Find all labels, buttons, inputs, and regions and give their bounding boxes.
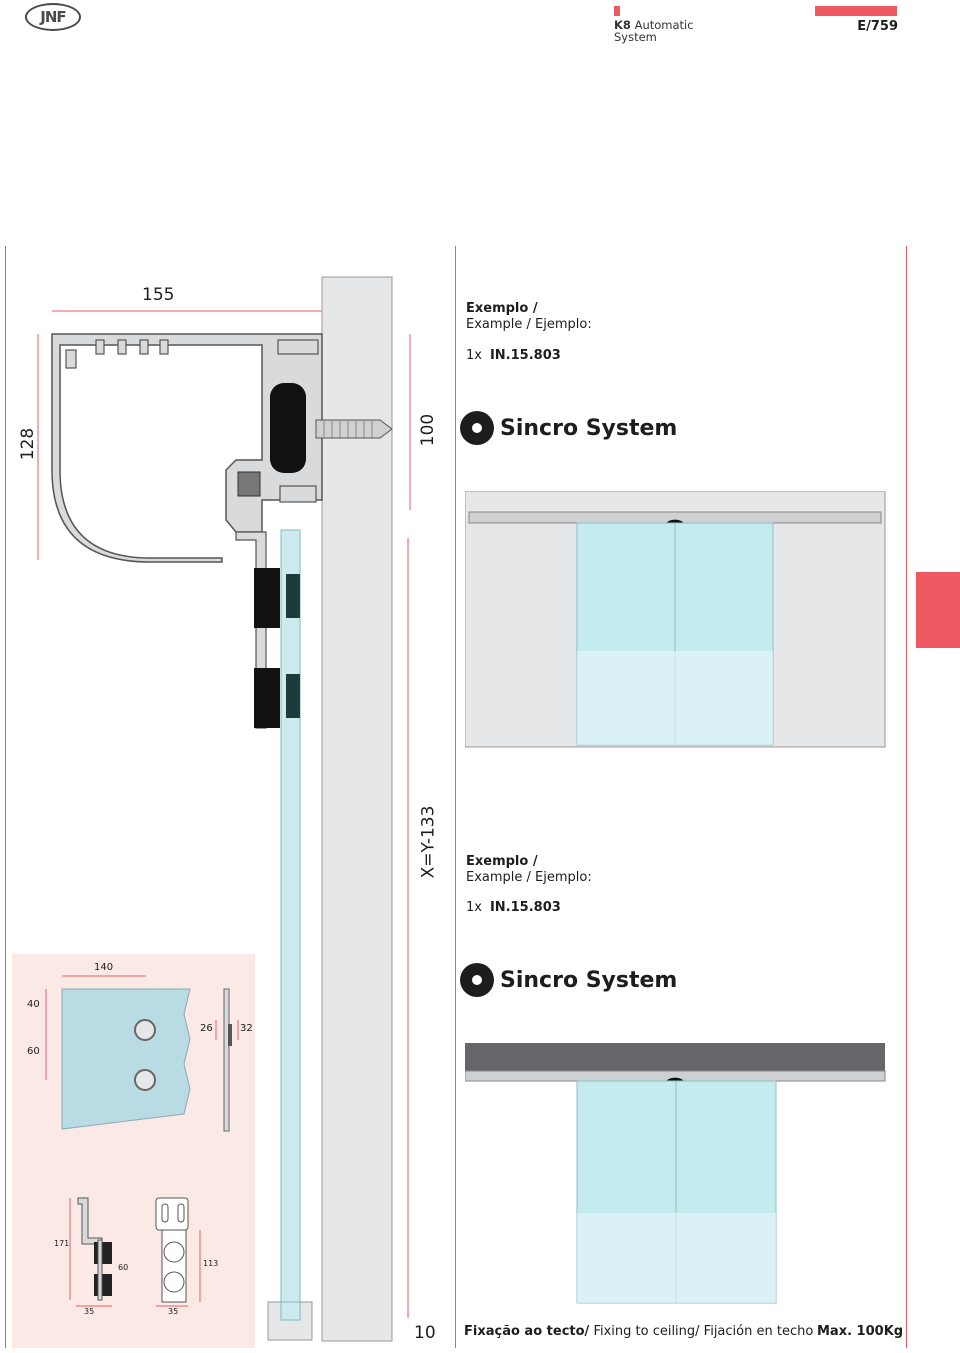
dimension-bottom-gap: 10	[414, 1323, 436, 1343]
dimension-glass-formula: X=Y-133	[418, 805, 439, 879]
clamp-dim-35-right: 35	[168, 1307, 179, 1316]
left-guide-line	[5, 246, 6, 1348]
clamp-detail-drawing	[45, 975, 239, 1307]
clamp-dim-60-small: 60	[118, 1263, 129, 1272]
center-guide-line	[455, 246, 456, 1348]
header-red-bar	[815, 6, 897, 16]
clamp-dim-35-left: 35	[84, 1307, 95, 1316]
door-illustration-wall	[465, 491, 886, 748]
clamp-dim-60: 60	[27, 1046, 40, 1057]
door-illustration-ceiling	[465, 1043, 886, 1304]
sincro-brand-2: Sincro System	[460, 963, 677, 997]
clamp-dim-32: 32	[240, 1023, 253, 1034]
clamp-dim-26: 26	[200, 1023, 213, 1034]
clamp-dim-113: 113	[203, 1259, 219, 1268]
dimension-height-right: 100	[418, 413, 439, 447]
example-label-1: Exemplo / Example / Ejemplo:	[466, 301, 592, 332]
clamp-dim-40: 40	[27, 999, 40, 1010]
right-guide-line	[906, 246, 907, 1348]
section-tab	[916, 572, 960, 648]
clamp-dim-140: 140	[94, 962, 114, 973]
profile-section-drawing	[37, 276, 411, 1342]
sincro-gear-icon	[460, 963, 494, 997]
header-red-square	[614, 6, 620, 16]
example-label-2: Exemplo / Example / Ejemplo:	[466, 854, 592, 885]
jnf-logo: JNF	[25, 3, 81, 31]
dimension-width: 155	[142, 285, 175, 305]
series-title: K8 Automatic System	[614, 18, 694, 44]
footer-max-load: Max. 100Kg	[817, 1324, 904, 1339]
footer-title: Fixação ao tecto/ Fixing to ceiling/ Fij…	[464, 1324, 814, 1339]
sincro-gear-icon	[460, 411, 494, 445]
dimension-height-profile: 128	[18, 427, 39, 461]
page-code: E/759	[857, 19, 898, 34]
clamp-dim-171: 171	[54, 1239, 70, 1248]
sincro-brand-1: Sincro System	[460, 411, 677, 445]
